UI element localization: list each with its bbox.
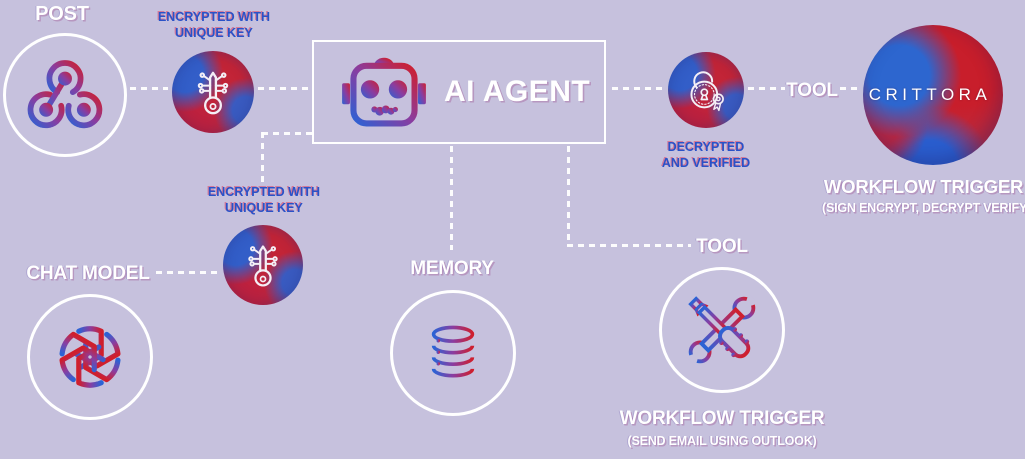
connector-dash — [262, 132, 312, 135]
tools-icon — [685, 293, 759, 367]
chat-model-node-circle[interactable] — [27, 294, 153, 420]
connector-dash — [567, 244, 691, 247]
post-label: POST — [35, 3, 89, 25]
encrypted-bottom-label: ENCRYPTED WITH UNIQUE KEY — [207, 185, 321, 215]
decrypted-lock-circle[interactable] — [668, 52, 744, 128]
connector-dash — [840, 87, 860, 90]
connector-dash — [156, 271, 218, 274]
memory-node-circle[interactable] — [390, 290, 516, 416]
crittora-node[interactable]: CRITTORA — [863, 25, 1003, 165]
workflow-trigger-right-title: WORKFLOW TRIGGER — [823, 176, 1024, 197]
workflow-trigger-bottom-title: WORKFLOW TRIGGER — [619, 408, 825, 429]
ai-agent-title: AI AGENT — [444, 75, 591, 108]
encrypted-key-bottom-circle[interactable] — [223, 225, 303, 305]
decrypted-label: DECRYPTED AND VERIFIED — [661, 140, 751, 170]
connector-dash — [450, 146, 453, 250]
connector-dash — [258, 87, 308, 90]
tool-bottom-label: TOOL — [696, 236, 748, 257]
robot-icon — [342, 57, 426, 127]
connector-dash — [567, 146, 570, 246]
tool-top-label: TOOL — [786, 80, 838, 101]
crittora-label: CRITTORA — [868, 85, 992, 104]
encrypted-key-top-circle[interactable] — [172, 51, 254, 133]
digital-key-icon — [197, 71, 229, 115]
webhook-icon — [27, 60, 103, 129]
lock-certificate-icon — [690, 71, 724, 112]
post-node-circle[interactable] — [3, 33, 127, 157]
encrypted-top-label: ENCRYPTED WITH UNIQUE KEY — [157, 10, 271, 40]
workflow-trigger-right-subtitle: (SIGN ENCRYPT, DECRYPT VERIFY) — [822, 201, 1025, 215]
connector-dash — [612, 87, 664, 90]
openai-icon — [59, 326, 121, 388]
memory-label: MEMORY — [410, 258, 494, 279]
digital-key-icon — [248, 245, 278, 287]
connector-dash — [261, 132, 264, 182]
workflow-trigger-bottom-subtitle: (SEND EMAIL USING OUTLOOK) — [627, 434, 817, 448]
tool-node-circle[interactable] — [659, 267, 785, 393]
ai-agent-node[interactable]: AI AGENT — [312, 40, 606, 144]
database-icon — [431, 325, 475, 378]
chat-model-label: CHAT MODEL — [26, 263, 150, 284]
connector-dash — [130, 87, 168, 90]
connector-dash — [748, 87, 785, 90]
